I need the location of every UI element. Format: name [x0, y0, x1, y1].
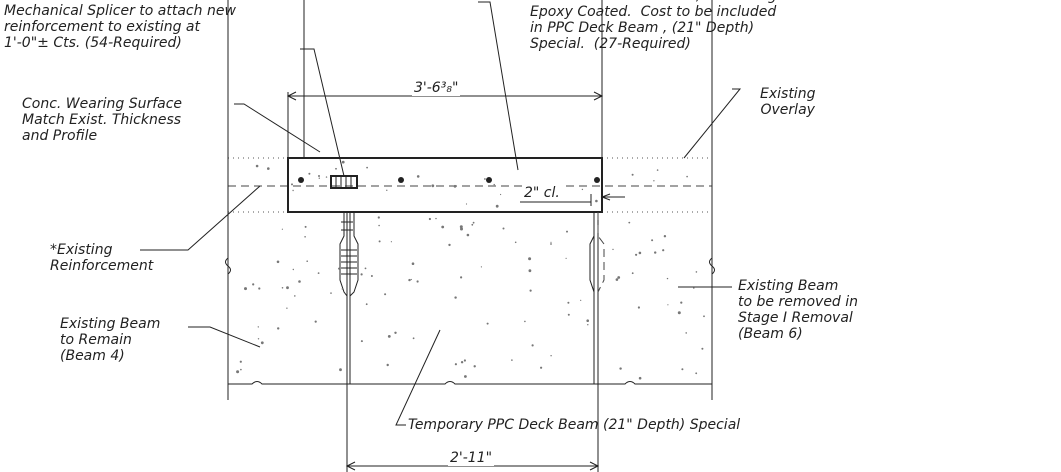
- top-width-dimension: 3'-6³₈": [412, 80, 461, 96]
- clear-cover-dimension: [520, 193, 625, 206]
- bottom-line: [228, 381, 712, 385]
- temp-beam-note: Temporary PPC Deck Beam (21" Depth) Spec…: [408, 417, 741, 433]
- leader-lines: [140, 1, 742, 426]
- existing-overlay-note: Existing Overlay: [760, 86, 816, 118]
- bottom-width-dimension: 2'-11": [448, 450, 495, 466]
- bottom-dimension: [345, 461, 600, 471]
- break-marks: [225, 257, 715, 275]
- shear-key-left: [339, 212, 359, 297]
- existing-reinforcement-note: *Existing Reinforcement: [50, 242, 154, 274]
- wearing-surface-note: Conc. Wearing Surface Match Exist. Thick…: [22, 96, 183, 144]
- beam-removed-note: Existing Beam to be removed in Stage I R…: [738, 278, 859, 342]
- wearing-surface-slab: [287, 157, 603, 213]
- concrete-specks: [236, 160, 705, 380]
- rebar-note: #4 Rebar at 1'-0"± Cts., 3'-0" Long Epox…: [530, 0, 777, 52]
- beam-boundaries: [227, 0, 713, 472]
- beam-remain-note: Existing Beam to Remain (Beam 4): [60, 316, 161, 364]
- rebar-dots: [298, 177, 600, 183]
- existing-overlay-lines: [228, 157, 712, 213]
- top-dimension: [286, 91, 604, 101]
- splicer-note: Mechanical Splicer to attach new reinfor…: [4, 3, 236, 51]
- shear-key-hatch: [341, 221, 357, 275]
- shear-key-right: [589, 212, 595, 296]
- clear-cover-label: 2" cl.: [522, 185, 562, 201]
